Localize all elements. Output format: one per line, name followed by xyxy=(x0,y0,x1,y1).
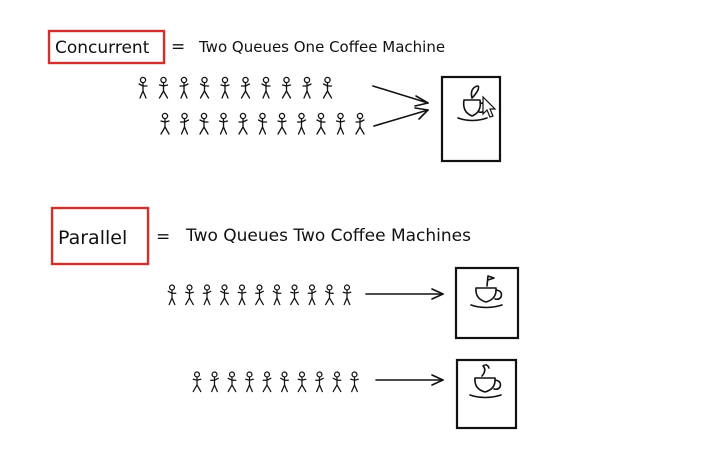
person-figure xyxy=(350,371,359,393)
person-figure xyxy=(316,112,326,135)
person-figure xyxy=(342,284,352,306)
parallel-arrow-2-head xyxy=(431,374,444,386)
person-figure xyxy=(220,284,229,306)
person-figure xyxy=(255,284,264,306)
person-figure xyxy=(227,371,237,393)
coffee-cup-icon xyxy=(469,364,502,399)
person-figure xyxy=(199,112,209,135)
concurrent-coffee-machine xyxy=(440,75,502,163)
person-figure xyxy=(220,76,230,99)
concurrent-queue-2 xyxy=(160,112,365,135)
person-figure xyxy=(297,371,307,393)
concurrent-queue-1 xyxy=(138,76,333,99)
parallel-coffee-machine-2 xyxy=(455,358,518,430)
parallel-highlight-box xyxy=(50,206,150,266)
concurrent-term: Concurrent xyxy=(55,38,150,58)
person-figure xyxy=(237,284,247,306)
parallel-arrow-1-head xyxy=(431,288,444,300)
parallel-queue-1 xyxy=(167,284,352,306)
concurrent-arrow-1-head xyxy=(414,95,429,107)
person-figure xyxy=(325,284,334,306)
person-figure xyxy=(179,112,190,135)
person-figure xyxy=(262,371,272,393)
concurrent-arrow-2 xyxy=(373,109,429,127)
parallel-section: Parallel = Two Queues Two Coffee Machine… xyxy=(50,206,520,430)
person-figure xyxy=(210,371,219,393)
person-figure xyxy=(302,76,312,99)
mouse-cursor-icon xyxy=(482,95,497,118)
person-figure xyxy=(280,371,289,393)
person-figure xyxy=(167,284,177,306)
person-figure xyxy=(281,76,292,99)
person-figure xyxy=(218,112,229,135)
person-figure xyxy=(290,284,299,306)
parallel-coffee-machine-1 xyxy=(454,266,520,340)
concurrent-equals: = xyxy=(171,37,185,57)
person-figure xyxy=(158,76,169,99)
person-figure xyxy=(261,76,271,99)
person-figure xyxy=(192,371,202,393)
person-figure xyxy=(245,371,254,393)
person-figure xyxy=(315,371,324,393)
person-figure xyxy=(335,112,346,135)
parallel-description: Two Queues Two Coffee Machines xyxy=(185,226,471,246)
person-figure xyxy=(272,284,282,306)
person-figure xyxy=(296,112,307,135)
person-figure xyxy=(202,284,212,306)
person-figure xyxy=(307,284,317,306)
coffee-cup-icon xyxy=(470,275,503,309)
person-figure xyxy=(238,112,248,135)
concurrent-description: Two Queues One Coffee Machine xyxy=(198,38,445,56)
person-figure xyxy=(185,284,194,306)
parallel-queue-2 xyxy=(192,371,359,393)
person-figure xyxy=(322,76,333,99)
person-figure xyxy=(160,112,170,135)
person-figure xyxy=(199,76,210,99)
parallel-term: Parallel xyxy=(58,227,127,249)
parallel-equals: = xyxy=(156,227,170,247)
person-figure xyxy=(179,76,189,99)
person-figure xyxy=(277,112,287,135)
person-figure xyxy=(138,76,148,99)
concurrent-section: Concurrent = Two Queues One Coffee Machi… xyxy=(47,29,502,163)
concurrent-arrow-2-head xyxy=(414,107,429,120)
concurrent-highlight-box xyxy=(47,29,166,65)
person-figure xyxy=(257,112,268,135)
person-figure xyxy=(332,371,342,393)
person-figure xyxy=(240,76,251,99)
person-figure xyxy=(355,112,365,135)
concurrent-arrow-1 xyxy=(372,85,429,104)
